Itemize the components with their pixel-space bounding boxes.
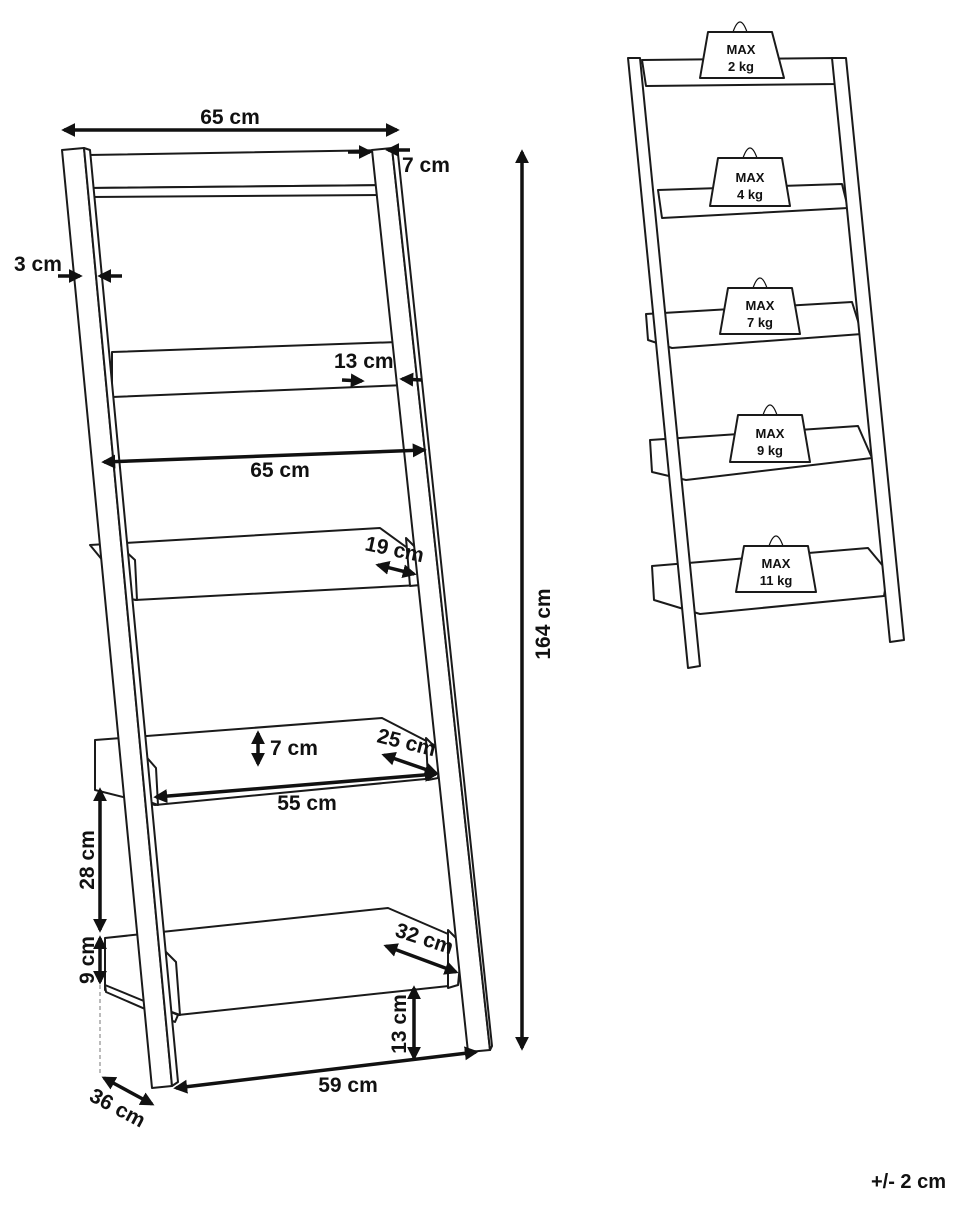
base-depth-label: 36 cm xyxy=(86,1084,149,1132)
tolerance-note: +/- 2 cm xyxy=(871,1171,946,1193)
shelf4-height-label: 7 cm xyxy=(270,737,318,760)
shelf2-depth-label: 13 cm xyxy=(334,350,394,373)
svg-text:MAX: MAX xyxy=(756,426,785,441)
left-ladder-drawing xyxy=(61,147,493,1089)
rail-thickness-label: 3 cm xyxy=(14,253,62,276)
shelf2-width-label: 65 cm xyxy=(250,459,310,482)
dimension-arrows xyxy=(58,123,529,1106)
total-height-label: 164 cm xyxy=(532,588,555,659)
svg-text:MAX: MAX xyxy=(727,42,756,57)
weight-9kg-icon: MAX 9 kg xyxy=(729,404,811,463)
shelf-1-underside xyxy=(88,184,390,198)
weight-2kg-icon: MAX 2 kg xyxy=(699,21,785,79)
weight-7kg-icon: MAX 7 kg xyxy=(719,277,801,335)
svg-text:7 kg: 7 kg xyxy=(747,315,773,330)
weight-11kg-icon: MAX 11 kg xyxy=(735,535,817,593)
r-left-rail xyxy=(627,57,701,669)
base-width-label: 59 cm xyxy=(318,1074,378,1097)
bottom-height-label: 9 cm xyxy=(76,936,99,984)
weight-4kg-icon: MAX 4 kg xyxy=(709,147,791,207)
svg-text:MAX: MAX xyxy=(762,556,791,571)
svg-text:MAX: MAX xyxy=(736,170,765,185)
shelf4-width-label: 55 cm xyxy=(277,792,337,815)
top-width-label: 65 cm xyxy=(200,106,260,129)
svg-text:4 kg: 4 kg xyxy=(737,187,763,202)
shelf-1 xyxy=(87,149,390,189)
right-rail-inner xyxy=(391,147,493,1051)
r-right-rail xyxy=(831,57,905,643)
svg-text:11 kg: 11 kg xyxy=(760,573,793,588)
foot-height-label: 13 cm xyxy=(388,994,411,1054)
svg-text:9 kg: 9 kg xyxy=(757,443,783,458)
svg-text:MAX: MAX xyxy=(746,298,775,313)
svg-text:2 kg: 2 kg xyxy=(728,59,754,74)
load-weights: MAX 2 kg MAX 4 kg MAX 7 kg MAX 9 kg MAX … xyxy=(699,21,817,593)
top-depth-label: 7 cm xyxy=(402,154,450,177)
shelf-spacing-label: 28 cm xyxy=(76,830,99,890)
